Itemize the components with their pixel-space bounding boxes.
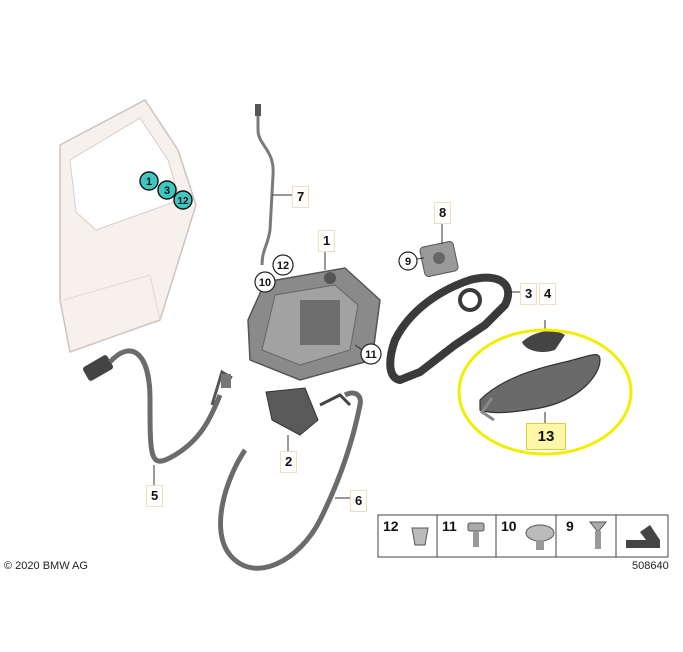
highlight-ring [457, 328, 633, 456]
legend-strip [377, 514, 669, 558]
door-marker-label-1: 1 [146, 176, 152, 188]
callout-circle-12: 12 [272, 254, 294, 276]
door-marker-3: 3 [157, 180, 177, 200]
callout-7: 7 [292, 186, 310, 208]
cover-2 [265, 387, 319, 452]
svg-text:11: 11 [365, 349, 377, 361]
callout-5: 5 [146, 485, 164, 507]
svg-text:12: 12 [277, 260, 289, 272]
callout-3: 3 [520, 283, 538, 305]
tool-arrow-icon [626, 525, 660, 548]
svg-text:10: 10 [259, 277, 271, 289]
copyright-text: © 2020 BMW AG [4, 560, 88, 572]
door-marker-12: 12 [173, 190, 193, 210]
rear-door [59, 99, 197, 353]
callout-circle-10: 10 [254, 271, 276, 293]
legend-number-9: 9 [566, 518, 574, 534]
door-handle-13 [457, 320, 633, 456]
door-marker-label-12: 12 [177, 196, 189, 207]
image-number: 508640 [632, 560, 669, 572]
callout-1: 1 [318, 230, 336, 252]
callout-circle-9: 9 [398, 251, 418, 271]
door-marker-label-3: 3 [164, 185, 170, 197]
legend-number-10: 10 [501, 518, 517, 534]
door-lock-1 [247, 250, 381, 381]
striker-8 [409, 222, 459, 277]
callout-6: 6 [350, 490, 368, 512]
legend-number-11: 11 [442, 518, 457, 534]
bowden-cable-6 [218, 390, 363, 571]
operating-rod-7 [255, 104, 292, 266]
door-marker-1: 1 [139, 171, 159, 191]
bowden-cable-5 [82, 348, 233, 485]
callout-circle-11: 11 [360, 343, 382, 365]
callout-13-highlight: 13 [526, 423, 566, 450]
svg-text:9: 9 [405, 256, 411, 268]
callout-4: 4 [539, 283, 557, 305]
legend-number-12: 12 [383, 518, 399, 534]
callout-2: 2 [280, 451, 298, 473]
handle-carrier-3 [386, 273, 520, 385]
callout-8: 8 [434, 202, 452, 224]
